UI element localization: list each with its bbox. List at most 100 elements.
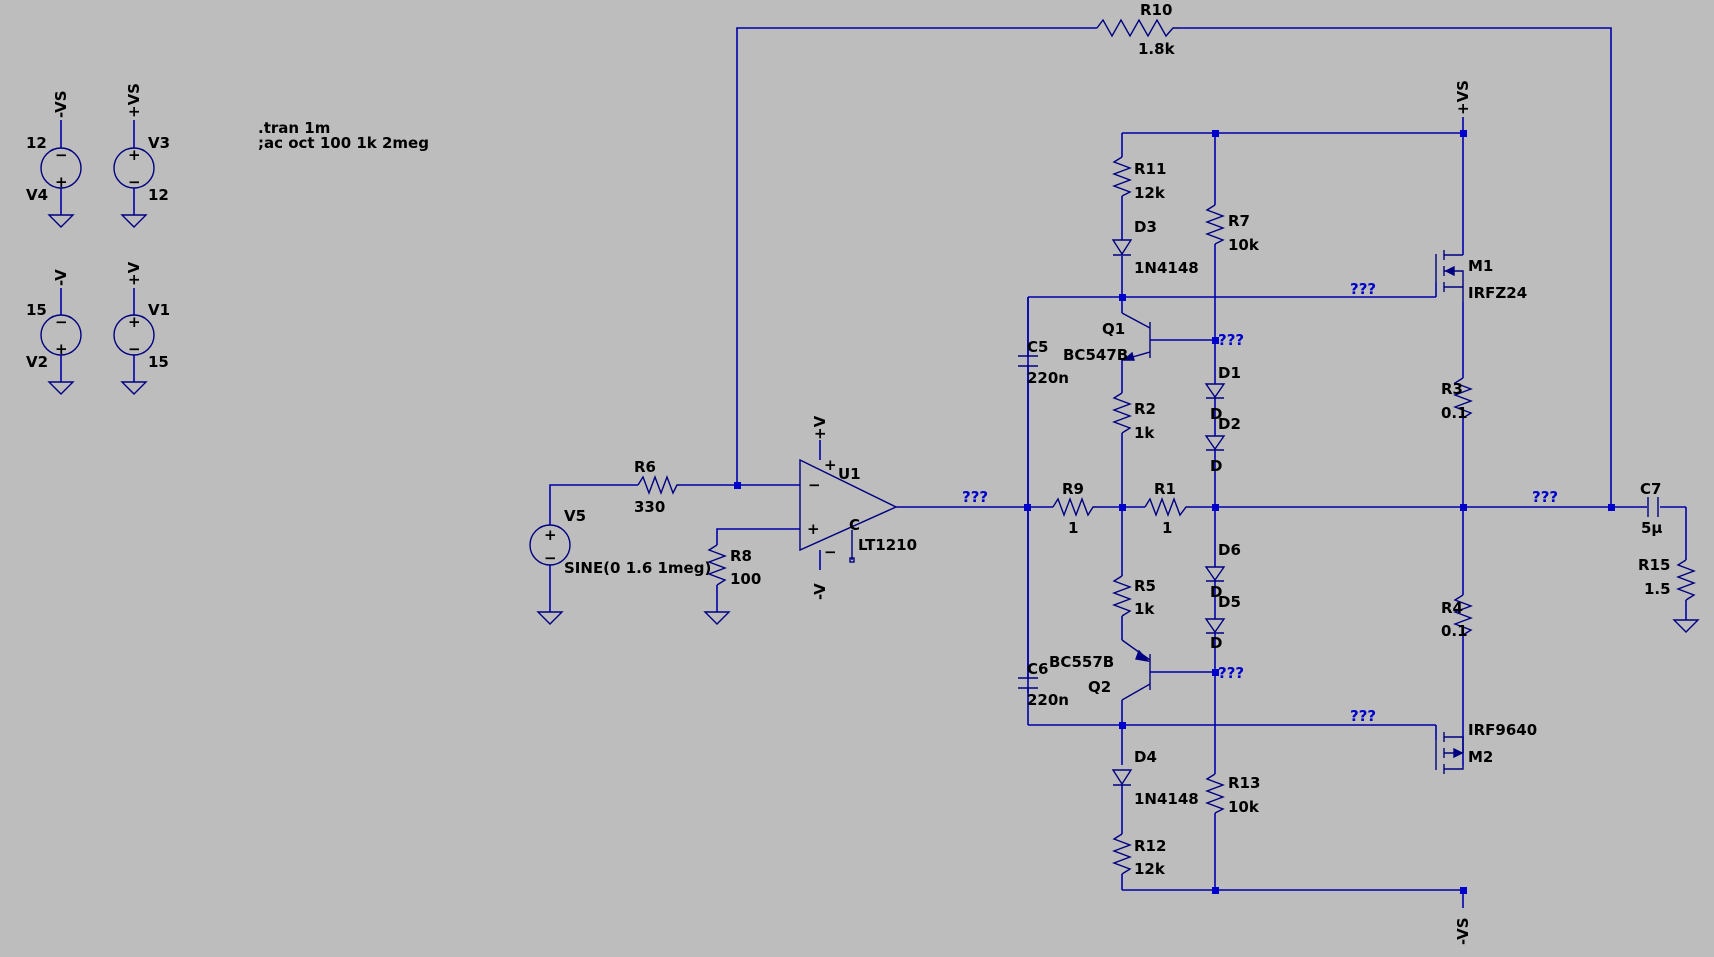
spice-directive-ac[interactable]: ;ac oct 100 1k 2meg	[258, 134, 429, 152]
r5-name: R5	[1134, 577, 1156, 595]
resistor-r3[interactable]	[1453, 377, 1473, 419]
net-label-m1-gate: ???	[1350, 280, 1376, 298]
net-flag-v1: +V	[125, 261, 143, 286]
net-label-opamp-out: ???	[962, 488, 988, 506]
r8-name: R8	[730, 547, 752, 565]
m2-value: IRF9640	[1468, 721, 1537, 739]
r6-name: R6	[634, 458, 656, 476]
opamp-vminus-pin: −	[824, 543, 837, 561]
r6-value: 330	[634, 498, 665, 516]
v5-name: V5	[564, 507, 586, 525]
v5-minus: −	[544, 549, 557, 567]
d6-value: D	[1210, 583, 1222, 601]
v4-minus: −	[55, 146, 68, 164]
resistor-r1[interactable]	[1144, 497, 1190, 517]
net-label-m2-gate: ???	[1350, 707, 1376, 725]
r13-value: 10k	[1228, 798, 1260, 816]
d4-name: D4	[1134, 748, 1157, 766]
c5-name: C5	[1027, 338, 1048, 356]
d6-name: D6	[1218, 541, 1241, 559]
r4-name: R4	[1441, 599, 1463, 617]
c5-value: 220n	[1027, 369, 1069, 387]
r13-name: R13	[1228, 774, 1260, 792]
net-flag-v4: -VS	[52, 90, 70, 118]
capacitor-c5[interactable]	[1018, 355, 1038, 367]
resistor-r11[interactable]	[1112, 156, 1132, 197]
resistor-r7[interactable]	[1205, 204, 1225, 245]
r9-name: R9	[1062, 480, 1084, 498]
c7-name: C7	[1640, 480, 1661, 498]
capacitor-c6[interactable]	[1018, 677, 1038, 689]
diode-d6[interactable]	[1204, 566, 1226, 582]
resistor-r13[interactable]	[1205, 773, 1225, 814]
voltage-source-v4[interactable]: − +	[40, 146, 82, 191]
v4-name: V4	[26, 186, 48, 204]
r12-name: R12	[1134, 837, 1166, 855]
q1-name: Q1	[1102, 320, 1125, 338]
voltage-source-v2[interactable]: − +	[40, 313, 82, 358]
v3-value: 12	[148, 186, 169, 204]
r2-name: R2	[1134, 400, 1156, 418]
net-flag-top-plus-vs: +VS	[1454, 80, 1472, 115]
r3-name: R3	[1441, 380, 1463, 398]
v3-plus: +	[128, 146, 141, 164]
r4-value: 0.1	[1441, 622, 1468, 640]
r10-name: R10	[1140, 1, 1172, 19]
spice-directive-tran[interactable]: .tran 1m	[258, 119, 330, 137]
voltage-source-v5[interactable]: + −	[529, 524, 571, 567]
resistor-r9[interactable]	[1052, 497, 1097, 517]
v5-value: SINE(0 1.6 1meg)	[564, 559, 711, 577]
net-flag-opamp-plus-v: +V	[811, 415, 829, 440]
r11-name: R11	[1134, 160, 1166, 178]
diode-d1[interactable]	[1204, 383, 1226, 399]
m1-value: IRFZ24	[1468, 284, 1527, 302]
junctions	[734, 130, 1615, 894]
m2-name: M2	[1468, 748, 1493, 766]
diode-d3[interactable]	[1111, 239, 1133, 256]
diode-d2[interactable]	[1204, 435, 1226, 451]
r12-value: 12k	[1134, 860, 1166, 878]
r2-value: 1k	[1134, 424, 1155, 442]
d4-value: 1N4148	[1134, 790, 1199, 808]
d2-value: D	[1210, 457, 1222, 475]
c6-name: C6	[1027, 660, 1048, 678]
mosfet-m2[interactable]	[1435, 732, 1464, 774]
c7-value: 5µ	[1641, 519, 1662, 537]
net-flag-bottom-minus-vs: -VS	[1454, 917, 1472, 945]
diode-d4[interactable]	[1111, 769, 1133, 786]
d5-name: D5	[1218, 593, 1241, 611]
net-label-output: ???	[1532, 488, 1558, 506]
resistor-r15[interactable]	[1676, 559, 1696, 601]
voltage-source-v1[interactable]: + −	[113, 313, 155, 358]
transistor-q2[interactable]	[1121, 639, 1151, 701]
resistor-r10[interactable]	[1096, 18, 1179, 38]
resistor-r6[interactable]	[637, 475, 680, 495]
u1-name: U1	[838, 465, 861, 483]
v3-name: V3	[148, 134, 170, 152]
diode-d5[interactable]	[1204, 618, 1226, 634]
resistor-r5[interactable]	[1112, 575, 1132, 617]
resistor-r2[interactable]	[1112, 392, 1132, 434]
r1-value: 1	[1162, 519, 1172, 537]
v3-minus: −	[128, 173, 141, 191]
transistor-q1[interactable]	[1121, 312, 1151, 361]
d2-name: D2	[1218, 415, 1241, 433]
m1-name: M1	[1468, 257, 1493, 275]
net-label-q1-base: ???	[1218, 331, 1244, 349]
resistor-r8[interactable]	[707, 544, 727, 586]
mosfet-m1[interactable]	[1435, 250, 1464, 302]
d1-value: D	[1210, 405, 1222, 423]
net-flag-v3: +VS	[125, 83, 143, 118]
capacitor-c7[interactable]	[1647, 497, 1659, 517]
v5-plus: +	[544, 526, 557, 544]
opamp-u1[interactable]: − + + − C	[799, 456, 898, 563]
u1-value: LT1210	[858, 536, 917, 554]
resistor-r12[interactable]	[1112, 833, 1132, 875]
v1-minus: −	[128, 340, 141, 358]
r11-value: 12k	[1134, 184, 1166, 202]
v2-value: 15	[26, 301, 47, 319]
resistor-r4[interactable]	[1453, 594, 1473, 636]
d3-value: 1N4148	[1134, 259, 1199, 277]
voltage-source-v3[interactable]: + −	[113, 146, 155, 191]
